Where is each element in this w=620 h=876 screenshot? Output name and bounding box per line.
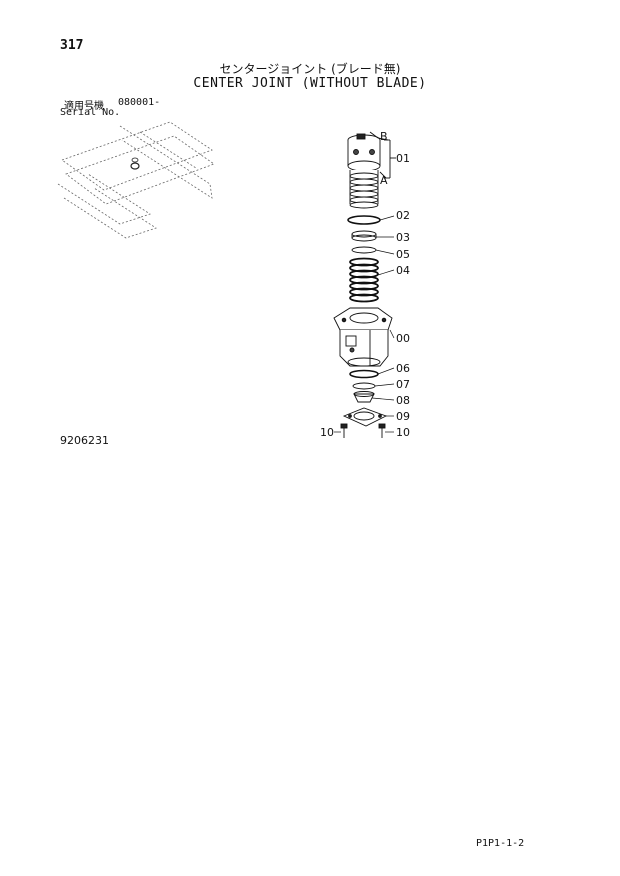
title-english: CENTER JOINT (WITHOUT BLADE) [193,76,427,91]
callout-05: 05 [396,248,410,261]
callout-09: 09 [396,410,410,423]
part-10-bolt-right [378,423,386,438]
undercarriage-thumbnail [57,121,215,239]
part-10-bolt-left [340,423,348,438]
callout-03: 03 [396,231,410,244]
part-09-cover [342,407,388,427]
serial-label-japanese: 適用号機 [64,101,104,112]
part-02-o-ring [347,215,381,225]
callout-02: 02 [396,209,410,222]
serial-label-english: Serial No. [60,107,121,118]
callout-06: 06 [396,362,410,375]
callout-04: 04 [396,264,410,277]
part-01-rotor [347,133,381,209]
callout-bracket [369,131,396,179]
callout-a: A [380,174,388,187]
center-joint-drawing [333,131,396,438]
callout-10-right: 10 [396,426,410,439]
callout-07: 07 [396,378,410,391]
part-05-ring [351,246,377,254]
callout-10-left: 10 [320,426,334,439]
callout-01: 01 [396,152,410,165]
callout-08: 08 [396,394,410,407]
callout-00: 00 [396,332,410,345]
part-00-body [333,307,393,367]
title-japanese: センタージョイント (ブレード無) [219,62,401,76]
page-code: P1P1-1-2 [476,838,525,849]
part-08-cap [353,391,375,403]
part-06-o-ring [349,369,379,379]
part-03-ring [351,230,377,242]
part-07-ring [352,382,376,390]
callout-b: B [380,130,388,143]
part-04-seal-stack [349,257,379,303]
drawing-number: 9206231 [60,434,109,447]
leader-lines [334,215,395,433]
page-number: 317 [60,38,84,53]
serial-value: 080001- [118,97,161,108]
